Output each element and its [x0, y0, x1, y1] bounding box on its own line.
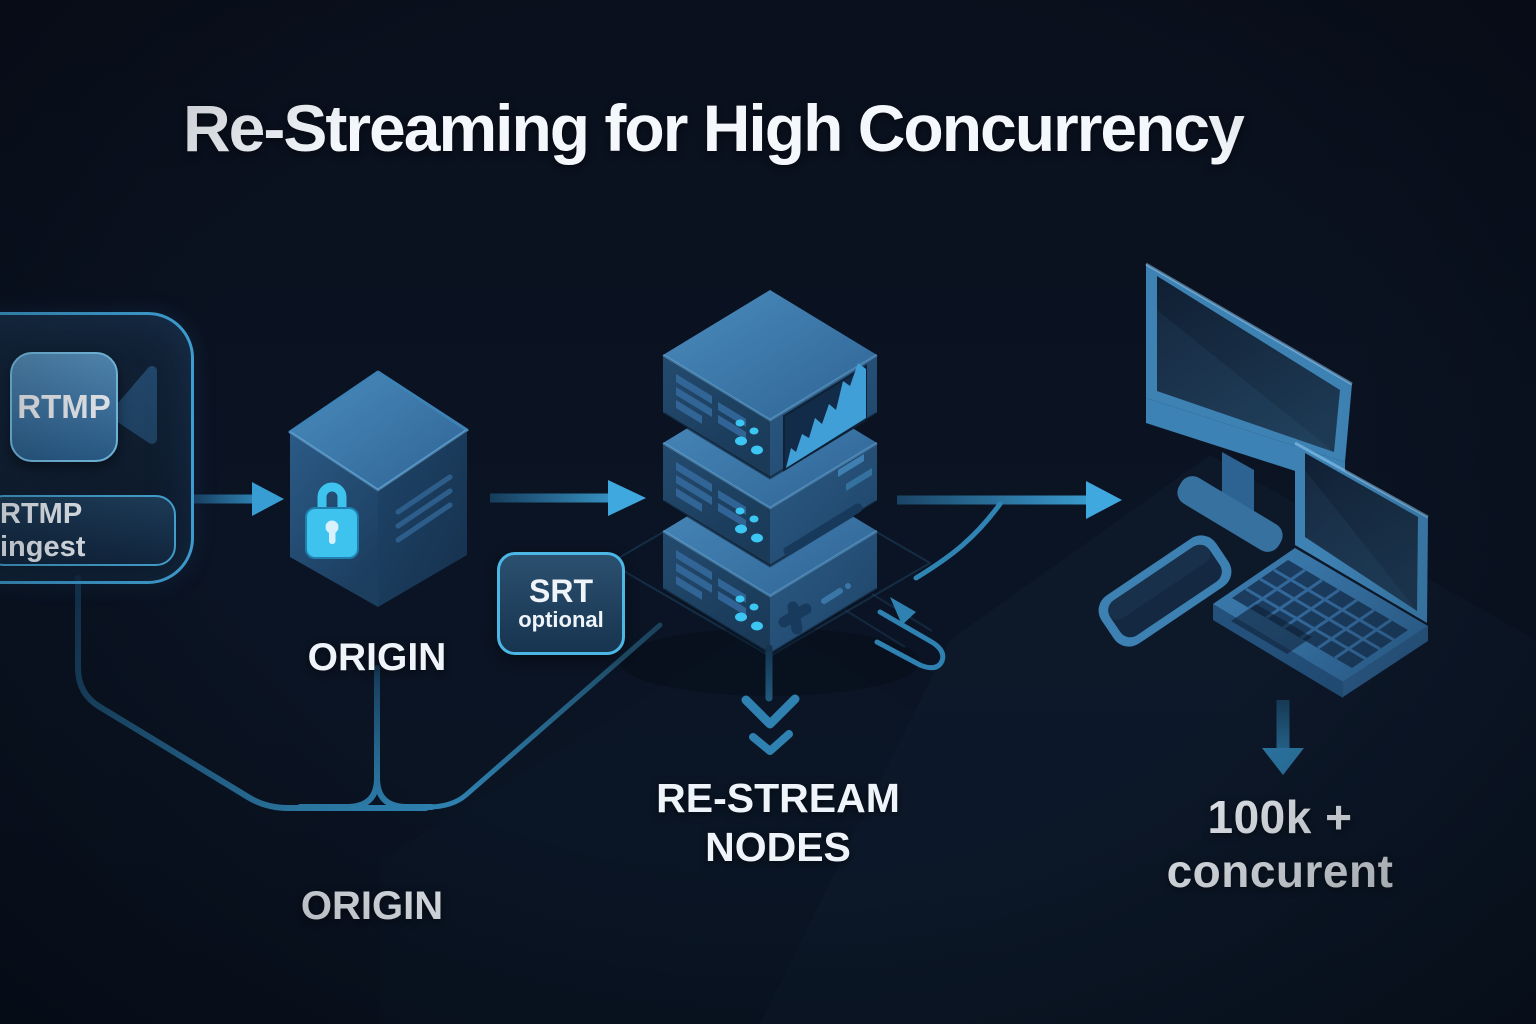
viewer-devices	[1098, 262, 1429, 698]
origin-cube	[288, 370, 469, 607]
arrow-ingest-to-origin	[191, 482, 284, 516]
restream-label-line2: NODES	[705, 824, 851, 871]
audience-count-label: 100k + concurent	[1166, 791, 1394, 897]
restream-nodes-label: RE-STREAM NODES	[652, 774, 904, 872]
page-title: Re-Streaming for High Concurrency	[183, 91, 1245, 165]
origin-label: ORIGIN	[307, 636, 447, 679]
rtmp-badge-label: RTMP	[17, 388, 111, 425]
srt-optional-badge: SRT optional	[497, 552, 625, 655]
rtmp-ingest-label: RTMP ingest	[0, 497, 86, 563]
srt-badge-subtitle: optional	[518, 607, 604, 633]
rtmp-ingest-pill: RTMP ingest	[0, 495, 176, 566]
restream-label-line1: RE-STREAM	[656, 775, 900, 821]
rtmp-badge: RTMP	[10, 352, 118, 462]
origin-secondary-label: ORIGIN	[300, 884, 444, 928]
srt-badge-title: SRT	[529, 572, 593, 609]
arrow-origin-to-restream	[490, 480, 646, 516]
server-stack-icon	[661, 288, 879, 656]
